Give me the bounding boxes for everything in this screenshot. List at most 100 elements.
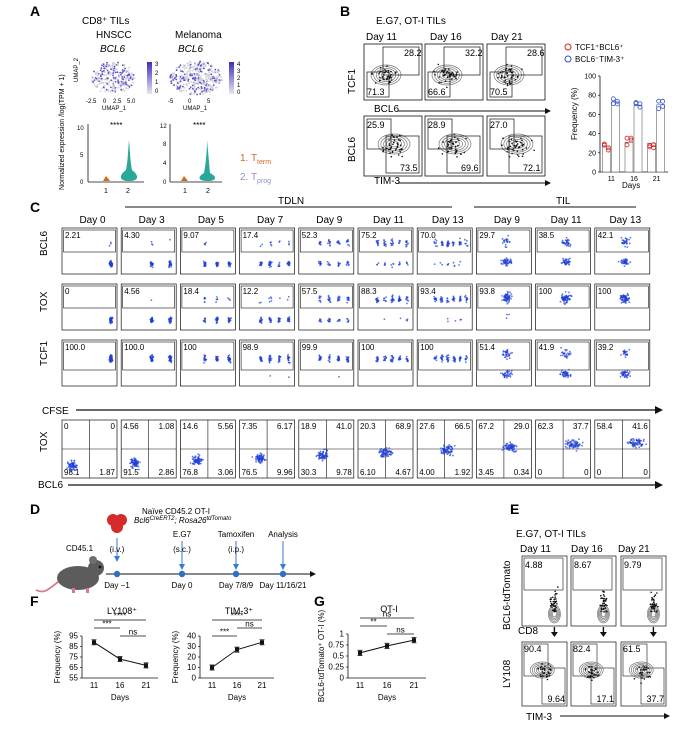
b-bar — [656, 104, 665, 173]
c-quad-lr: 0 — [643, 468, 648, 477]
c-dot — [459, 357, 462, 359]
b-bar-ytick-label: 100 — [584, 74, 596, 81]
c-day-label: Day 5 — [198, 215, 225, 226]
e-top-dot — [553, 598, 556, 600]
c-dot — [328, 242, 331, 245]
line-chart-point — [210, 665, 214, 670]
e-top-dot — [653, 603, 656, 606]
c-dot — [506, 290, 509, 293]
umap-point — [189, 63, 192, 66]
c-dot — [510, 261, 513, 264]
umap-point — [93, 79, 96, 81]
c-quad-dot — [321, 456, 323, 459]
c-plot-frame — [594, 339, 651, 387]
c-dot — [286, 357, 289, 360]
umap-point — [209, 76, 212, 79]
b-bar-ylabel: Frequency (%) — [570, 87, 579, 140]
c-dot — [507, 262, 509, 265]
c-dot — [502, 351, 505, 353]
line-chart-xtick-label: 21 — [410, 681, 419, 690]
umap-point — [180, 90, 183, 93]
c-dot — [621, 299, 624, 301]
c-quad-dot — [191, 455, 194, 458]
c-gate — [595, 229, 649, 253]
c-dot — [327, 295, 330, 298]
c-dot — [269, 241, 272, 244]
c-dot — [228, 298, 231, 300]
b-bot-gate-lr — [508, 135, 543, 174]
c-dot — [505, 354, 508, 357]
c-dot — [151, 266, 154, 269]
d-step-route: (s.c.) — [173, 545, 191, 554]
c-quad-dot — [564, 445, 567, 448]
umap-point — [217, 73, 220, 75]
b-bot-dot — [393, 136, 395, 139]
e-bot-dot — [547, 672, 550, 675]
c-quad-dot — [68, 464, 71, 467]
c-dot — [624, 371, 626, 374]
c-dot — [452, 244, 454, 247]
c-dot — [405, 261, 408, 264]
c-dot — [563, 260, 566, 263]
line-chart-xtick-label: 21 — [258, 681, 267, 690]
c-quad-lr: 1.92 — [455, 468, 471, 477]
legend-tprog: 2. Tprog — [240, 172, 271, 185]
b-bot-dot — [506, 147, 509, 149]
c-gate — [63, 229, 116, 253]
umap-point — [193, 65, 196, 68]
c-plot-frame — [594, 227, 651, 275]
b-top-dot — [503, 81, 505, 83]
e-bot-dot — [593, 673, 595, 676]
b-bot-gate-lr — [446, 135, 481, 174]
c-quad-dot — [515, 445, 518, 448]
c-quad-dot — [381, 455, 384, 457]
vt-mel-1: 4 — [163, 161, 167, 167]
c-tcf1-value: 100.0 — [124, 343, 145, 352]
c-dot — [405, 243, 407, 246]
c-dot — [288, 240, 290, 243]
umap-point — [102, 63, 105, 66]
umap-point — [96, 74, 99, 77]
c-dot — [347, 240, 350, 243]
e-top-dot — [657, 605, 659, 608]
c-dot — [447, 354, 450, 357]
b-bar-point — [610, 96, 616, 102]
c-quad-ur: 37.7 — [573, 422, 589, 431]
b-bot-dot — [465, 137, 467, 140]
c-quad-dot — [441, 448, 444, 451]
c-dot — [382, 299, 385, 302]
c-dot — [622, 296, 625, 299]
c-dot — [464, 294, 467, 297]
c-quad-dot — [263, 458, 266, 461]
c-dot — [338, 375, 340, 378]
c-quad-dot — [509, 445, 512, 448]
c-tcf1-value: 100.0 — [65, 343, 86, 352]
b-top-dot — [385, 78, 388, 81]
c-quad-dot — [636, 442, 638, 445]
d-step-day: Day 7/8/9 — [219, 581, 254, 590]
c-dot — [390, 243, 393, 246]
b-top-ur-value: 32.2 — [465, 48, 483, 58]
c-quad-dot — [445, 446, 448, 449]
b-bot-dot — [400, 148, 403, 150]
umap-point — [94, 73, 97, 76]
umap-point — [185, 83, 188, 86]
e-bot-dot — [542, 668, 544, 670]
c-dot — [568, 261, 570, 264]
c-dot — [565, 299, 568, 302]
e-bot-dot — [646, 676, 648, 678]
sig-label: ns — [245, 620, 253, 629]
panel-e-letter: E — [510, 501, 519, 517]
c-dot — [446, 264, 449, 266]
b-bot-dot — [441, 153, 444, 155]
e-top-dot — [652, 607, 655, 610]
c-dot — [337, 241, 340, 244]
b-bot-dot — [516, 150, 519, 153]
umap-point — [112, 61, 115, 64]
c-plot-frame — [239, 227, 295, 275]
cb-mel-4: 0 — [237, 90, 241, 96]
tdln-label: TDLN — [278, 196, 304, 207]
b-bot-dot — [447, 140, 450, 143]
